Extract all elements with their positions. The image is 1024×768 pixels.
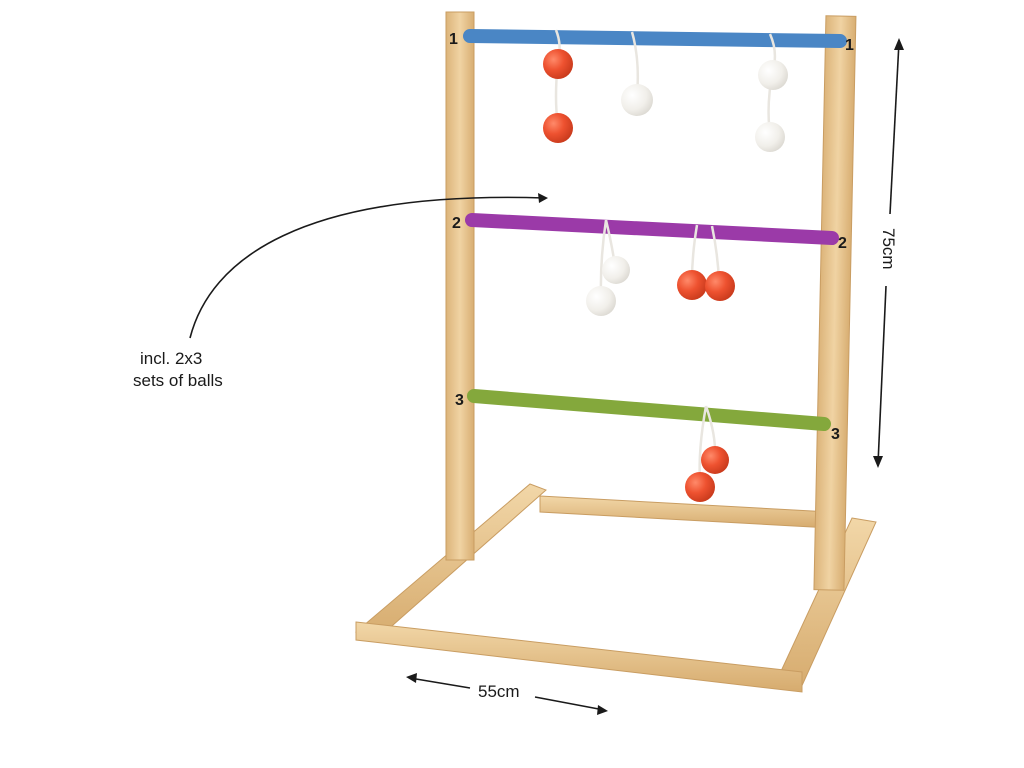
rung-3-number-left: 3 <box>455 392 464 409</box>
white-ball <box>602 256 630 284</box>
width-dimension: 55cm <box>406 673 608 715</box>
bola-white-2 <box>755 33 788 152</box>
white-ball <box>758 60 788 90</box>
red-ball <box>705 271 735 301</box>
height-arrow-lower <box>877 285 887 465</box>
bola-white-1 <box>621 31 653 116</box>
rung-3 <box>467 389 831 431</box>
red-ball <box>543 113 573 143</box>
arrowhead-icon <box>873 456 883 468</box>
bola-white-3 <box>586 219 630 316</box>
bola-red-2 <box>677 224 735 301</box>
rung-2-number-right: 2 <box>838 235 847 252</box>
white-ball <box>586 286 616 316</box>
width-arrow-left <box>409 677 471 689</box>
arrowhead-icon <box>538 193 548 203</box>
balls-annotation: incl. 2x3 sets of balls <box>133 193 548 390</box>
red-ball <box>677 270 707 300</box>
white-ball <box>621 84 653 116</box>
red-ball <box>685 472 715 502</box>
base-back-bar <box>539 495 831 529</box>
width-label: 55cm <box>478 682 520 701</box>
left-post <box>445 11 475 561</box>
base-front-bar <box>355 621 803 693</box>
annotation-line-1: incl. 2x3 <box>140 349 202 368</box>
arrowhead-icon <box>597 705 608 715</box>
rung-1 <box>463 29 847 48</box>
height-label: 75cm <box>879 228 898 270</box>
base-frame <box>355 483 877 693</box>
width-arrow-right <box>534 696 605 711</box>
bola-red-1 <box>543 29 573 143</box>
arrowhead-icon <box>406 673 417 683</box>
rung-2-number-left: 2 <box>452 215 461 232</box>
rung-3-number-right: 3 <box>831 426 840 443</box>
annotation-line-2: sets of balls <box>133 371 223 390</box>
right-post <box>813 15 857 591</box>
rung-1-number-left: 1 <box>449 31 458 48</box>
red-ball <box>701 446 729 474</box>
red-ball <box>543 49 573 79</box>
arrowhead-icon <box>894 38 904 50</box>
bola-red-3 <box>685 405 729 502</box>
white-ball <box>755 122 785 152</box>
annotation-arrow <box>189 196 546 339</box>
height-arrow-upper <box>889 41 900 215</box>
rung-1-number-right: 1 <box>845 37 854 54</box>
height-dimension: 75cm <box>873 38 904 468</box>
rung-2 <box>465 213 839 245</box>
